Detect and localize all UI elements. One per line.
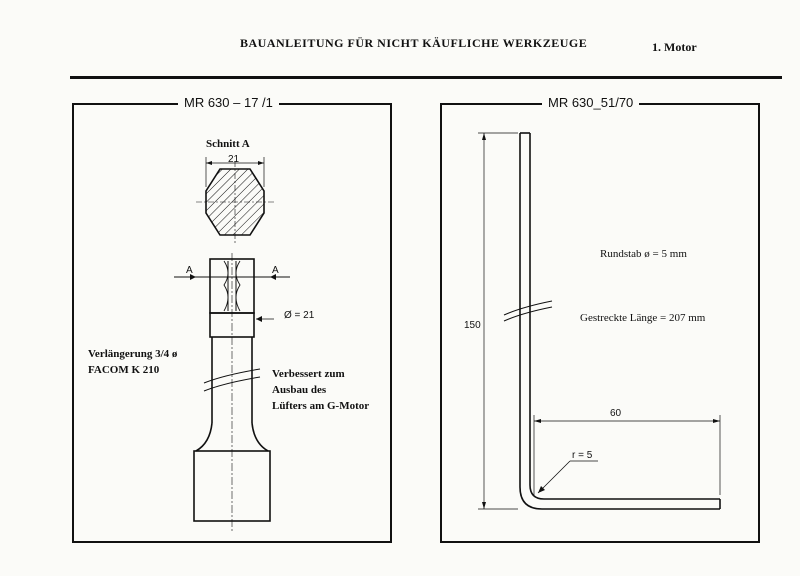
extension-line-2: FACOM K 210 [88,364,160,376]
section-width-dim: 21 [228,154,240,165]
extension-line-1: Verlängerung 3/4 ø [88,348,178,360]
rod-spec-label: Rundstab ø = 5 mm [600,248,687,260]
left-drawing-panel: MR 630 – 17 /1 [72,95,392,543]
width-dim-label: 60 [610,408,622,419]
height-dim-label: 150 [464,320,481,331]
right-drawing-panel: MR 630_51/70 150 60 r = 5 Rundstab ø = 5… [440,95,760,543]
improvement-line-1: Verbessert zum [272,368,345,380]
rod-inner-edge [529,133,720,500]
radius-leader [537,460,571,494]
rod-outer-edge [519,133,720,510]
extension-note: Verlängerung 3/4 ø FACOM K 210 [88,346,177,378]
stretched-length-label: Gestreckte Länge = 207 mm [580,312,706,324]
drive-end [193,450,271,522]
header-rule [70,76,782,79]
right-panel-title: MR 630_51/70 [542,95,640,110]
improvement-line-2: Ausbau des [272,384,327,396]
header-section: 1. Motor [652,40,697,54]
header-title: BAUANLEITUNG FÜR NICHT KÄUFLICHE WERKZEU… [240,36,588,50]
improvement-line-3: Lüfters am G-Motor [272,400,370,412]
diameter-label: Ø = 21 [284,310,315,321]
section-a-label: Schnitt A [206,138,250,150]
section-marker-left: A [186,265,193,276]
socket-extension-drawing [174,157,290,533]
shaft-break-mark [203,368,261,384]
rod-break-mark [503,300,553,316]
bent-rod-drawing [478,132,721,510]
section-marker-right: A [272,265,279,276]
improvement-note: Verbessert zum Ausbau des Lüfters am G-M… [272,366,369,414]
left-panel-title: MR 630 – 17 /1 [178,95,279,110]
radius-label: r = 5 [572,450,593,461]
